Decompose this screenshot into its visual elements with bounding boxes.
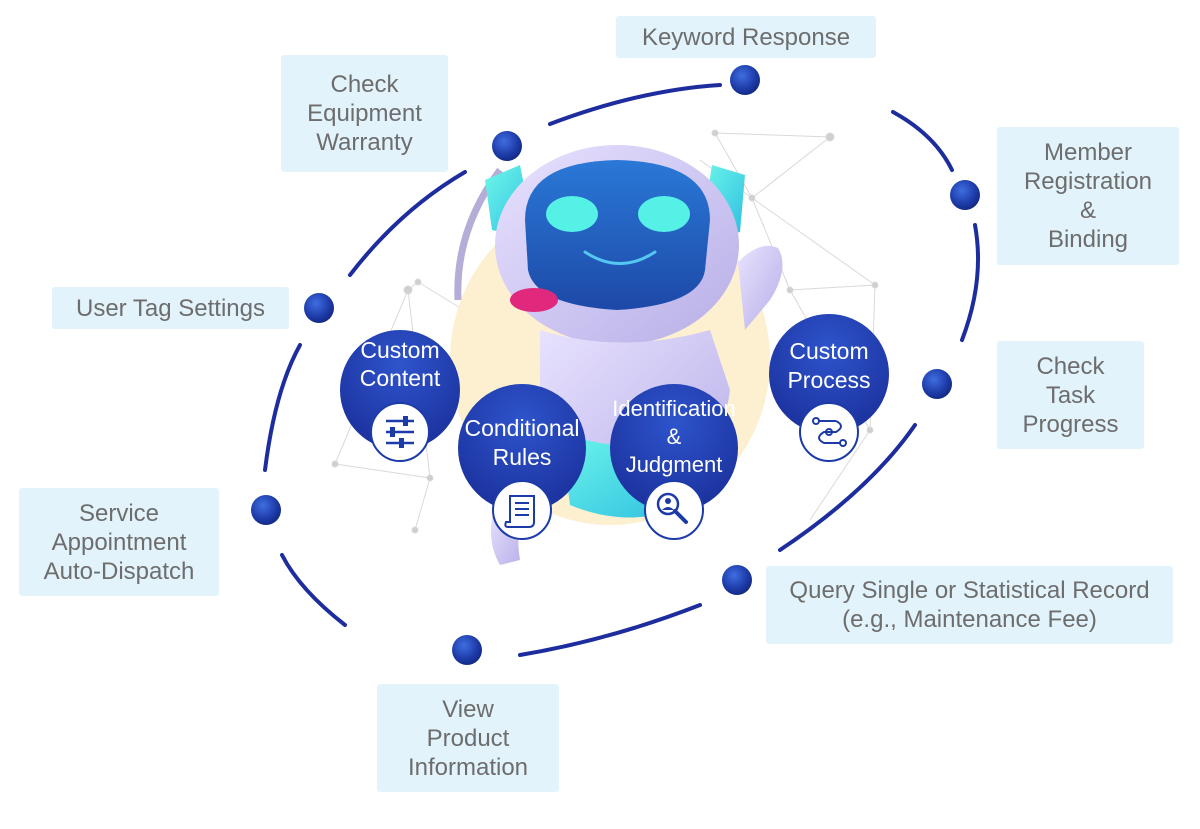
core-label-line: Rules	[493, 444, 552, 470]
feature-label: Service Appointment Auto-Dispatch	[43, 499, 195, 585]
core-label-line: &	[667, 424, 682, 449]
document-scroll-icon	[492, 480, 552, 540]
user-search-icon	[644, 480, 704, 540]
robot-microphone	[510, 288, 558, 312]
feature-label: User Tag Settings	[76, 294, 265, 322]
feature-member-registration-binding: Member Registration & Binding	[997, 127, 1179, 265]
flow-process-icon	[799, 402, 859, 462]
core-label-line: Identification	[612, 396, 736, 421]
feature-query-record: Query Single or Statistical Record (e.g.…	[766, 566, 1173, 644]
core-circle-conditional-rules: Conditional Rules	[458, 384, 586, 540]
orbit-dots	[251, 65, 980, 665]
core-label-line: Content	[360, 365, 441, 391]
core-circle-custom-process: Custom Process	[769, 314, 889, 462]
robot-hand	[738, 245, 783, 330]
feature-keyword-response: Keyword Response	[616, 16, 876, 58]
core-circle-custom-content: Custom Content	[340, 330, 460, 462]
core-label-line: Conditional	[464, 415, 579, 441]
feature-label: Keyword Response	[641, 23, 851, 51]
orbit-dot	[730, 65, 760, 95]
left-eye	[546, 196, 598, 232]
core-label-line: Judgment	[626, 452, 723, 477]
core-label-line: Custom	[360, 337, 439, 363]
feature-user-tag-settings: User Tag Settings	[52, 287, 289, 329]
core-label-line: Custom	[789, 338, 868, 364]
feature-view-product-information: View Product Information	[377, 684, 559, 792]
feature-check-task-progress: Check Task Progress	[997, 341, 1144, 449]
orbit-dot	[722, 565, 752, 595]
orbit-dot	[922, 369, 952, 399]
core-circle-identification-judgment: Identification & Judgment	[610, 384, 738, 540]
feature-label: Check Task Progress	[1022, 352, 1119, 438]
feature-service-appointment-auto-dispatch: Service Appointment Auto-Dispatch	[19, 488, 219, 596]
orbit-dot	[452, 635, 482, 665]
sliders-icon	[370, 402, 430, 462]
orbit-dot	[304, 293, 334, 323]
right-eye	[638, 196, 690, 232]
feature-label: View Product Information	[407, 695, 529, 781]
orbit-dot	[492, 131, 522, 161]
orbit-dot	[251, 495, 281, 525]
orbit-arcs	[263, 83, 980, 657]
feature-label: Check Equipment Warranty	[307, 71, 422, 156]
feature-check-equipment-warranty: Check Equipment Warranty	[281, 55, 448, 172]
robot-face	[525, 160, 710, 310]
feature-label: Member Registration & Binding	[1023, 139, 1153, 253]
robot-smile	[583, 250, 657, 265]
orbit-dot	[950, 180, 980, 210]
core-label-line: Process	[787, 367, 870, 393]
feature-label: Query Single or Statistical Record (e.g.…	[789, 577, 1150, 633]
